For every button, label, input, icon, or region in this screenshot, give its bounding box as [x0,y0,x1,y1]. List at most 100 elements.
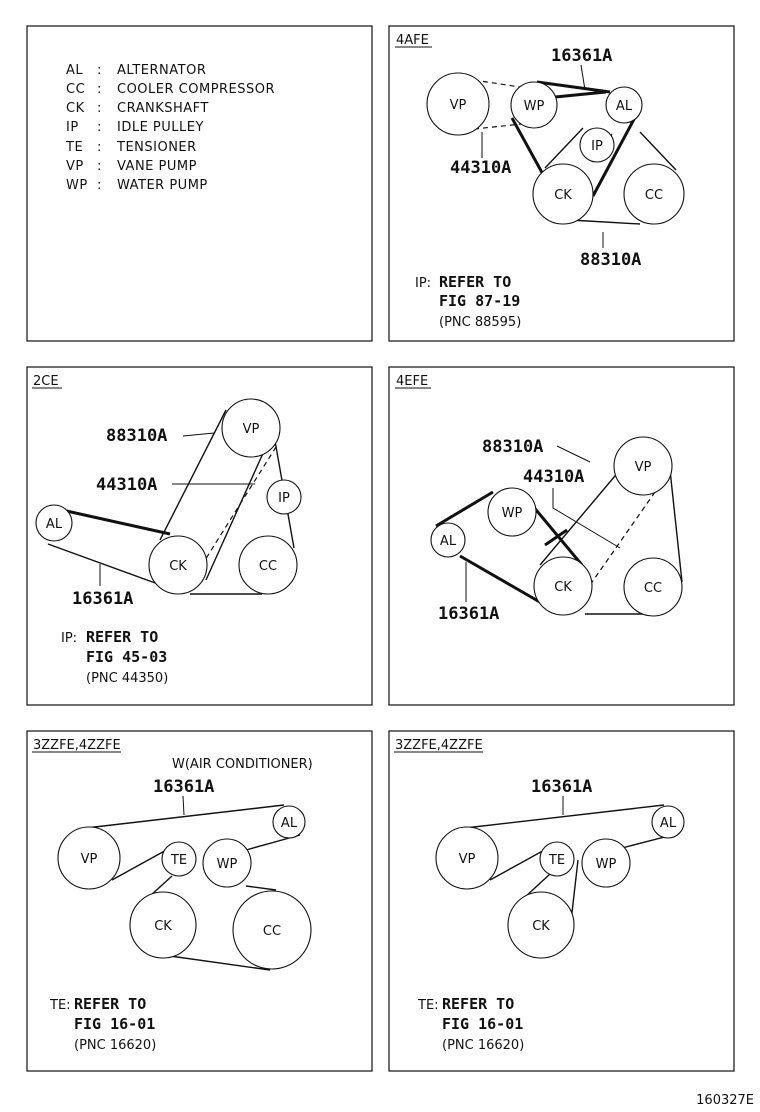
pulley-wp [202,838,252,888]
part-number: 16361A [72,589,133,609]
part-number: 88310A [482,437,543,457]
belt-16361a [149,875,173,897]
belt-16361a [459,554,546,607]
panel-4afe: 4AFE VP WP AL IP CK CC 16361A 44310A 883… [388,25,735,342]
belt-16361a [169,955,271,971]
pulley-cc [623,557,683,617]
legend-separator: : [97,159,102,174]
pulley-label: TE [548,853,565,868]
pulley-ck [532,163,594,225]
pulley-label: VP [243,422,260,437]
pulley-label: WP [502,506,523,521]
note-line: REFER TO [439,273,511,291]
legend-name: COOLER COMPRESSOR [117,82,275,97]
pulley-ck [533,556,593,616]
legend-separator: : [97,63,102,78]
legend-code: TE [65,140,83,155]
pulley-te [539,841,575,877]
pulley-label: CK [554,188,572,203]
legend-name: CRANKSHAFT [117,101,209,116]
legend-row: TE : TENSIONER [65,140,196,155]
legend-row: AL : ALTERNATOR [66,63,206,78]
legend-frame [26,25,373,342]
part-number: 16361A [153,777,214,797]
pulley-label: VP [81,852,98,867]
belt-16361a [245,885,277,891]
part-number: 16361A [531,777,592,797]
belt-dashed [473,79,521,88]
belt-44310a [589,491,656,586]
engine-code: 3ZZFE,4ZZFE [33,738,121,753]
part-number: 16361A [551,46,612,66]
note-line: FIG 16-01 [74,1015,155,1033]
pulley-label: AL [616,99,633,114]
leader-line [580,64,586,91]
pulley-label: CK [169,559,187,574]
legend-name: VANE PUMP [117,159,197,174]
pulley-wp [510,81,558,129]
pulley-label: CC [259,559,277,574]
part-number: 88310A [580,250,641,270]
legend-row: VP : VANE PUMP [66,159,197,174]
legend-panel: AL : ALTERNATOR CC : COOLER COMPRESSOR C… [26,25,373,342]
belt-16361a [111,847,171,881]
pulley-label: IP [591,139,603,154]
note-line: (PNC 16620) [74,1038,156,1053]
belt-44310a [204,446,277,561]
note-prefix: TE: [49,998,71,1013]
pulley-label: WP [524,99,545,114]
pulley-label: IP [278,491,290,506]
belt-dashed [473,123,523,130]
panel-frame [388,366,735,706]
pulley-vp [426,72,490,136]
legend-code: CK [66,101,85,116]
pulley-label: AL [660,816,677,831]
note-line: FIG 87-19 [439,292,520,310]
pulley-ck [148,535,208,595]
panel-2ce: 2CE VP IP AL CK CC 88310A 44310A 16361A … [26,366,373,706]
panel-frame [388,25,735,342]
pulley-label: AL [440,534,457,549]
legend-separator: : [97,120,102,135]
panel-frame [26,730,373,1072]
part-number: 44310A [96,475,157,495]
pulley-al [605,86,643,124]
belt-88310a [539,469,621,566]
pulley-label: CC [645,188,663,203]
engine-code: 3ZZFE,4ZZFE [395,738,483,753]
pulley-ip [579,127,615,163]
pulley-vp [613,436,673,496]
belt-16361a [489,847,549,881]
note-line: (PNC 88595) [439,315,521,330]
legend-code: AL [66,63,83,78]
pulley-cc [623,163,685,225]
pulley-ck [507,891,575,959]
belt-16361a [464,804,665,829]
belt-44310a [591,107,642,197]
pulley-label: TE [170,853,187,868]
panel-4efe: 4EFE VP WP AL CK CC 88310A 44310A 16361A [388,366,735,706]
engine-code: 4EFE [396,374,428,389]
belt-88310a [544,127,584,169]
pulley-label: VP [635,460,652,475]
belt-88310a [159,409,227,541]
belt-44310a [510,117,547,179]
pulley-al [430,522,466,558]
belt-88310a [639,131,677,171]
note-line: REFER TO [74,995,146,1013]
pulley-wp [487,487,537,537]
legend-code: CC [66,82,85,97]
panel-3zzfe-4zzfe-ac: 3ZZFE,4ZZFE W(AIR CONDITIONER) VP TE WP … [26,730,373,1072]
part-number: 88310A [106,426,167,446]
belt-16361a [536,80,611,94]
pulley-label: CK [154,919,172,934]
note-line: REFER TO [86,628,158,646]
legend-name: IDLE PULLEY [117,120,204,135]
belt-16361a [544,528,568,547]
part-number: 44310A [450,158,511,178]
legend-row: WP : WATER PUMP [66,178,207,193]
belt-88310a [669,469,683,583]
engine-code: 4AFE [396,33,429,48]
pulley-label: CK [532,919,550,934]
legend-code: VP [66,159,84,174]
